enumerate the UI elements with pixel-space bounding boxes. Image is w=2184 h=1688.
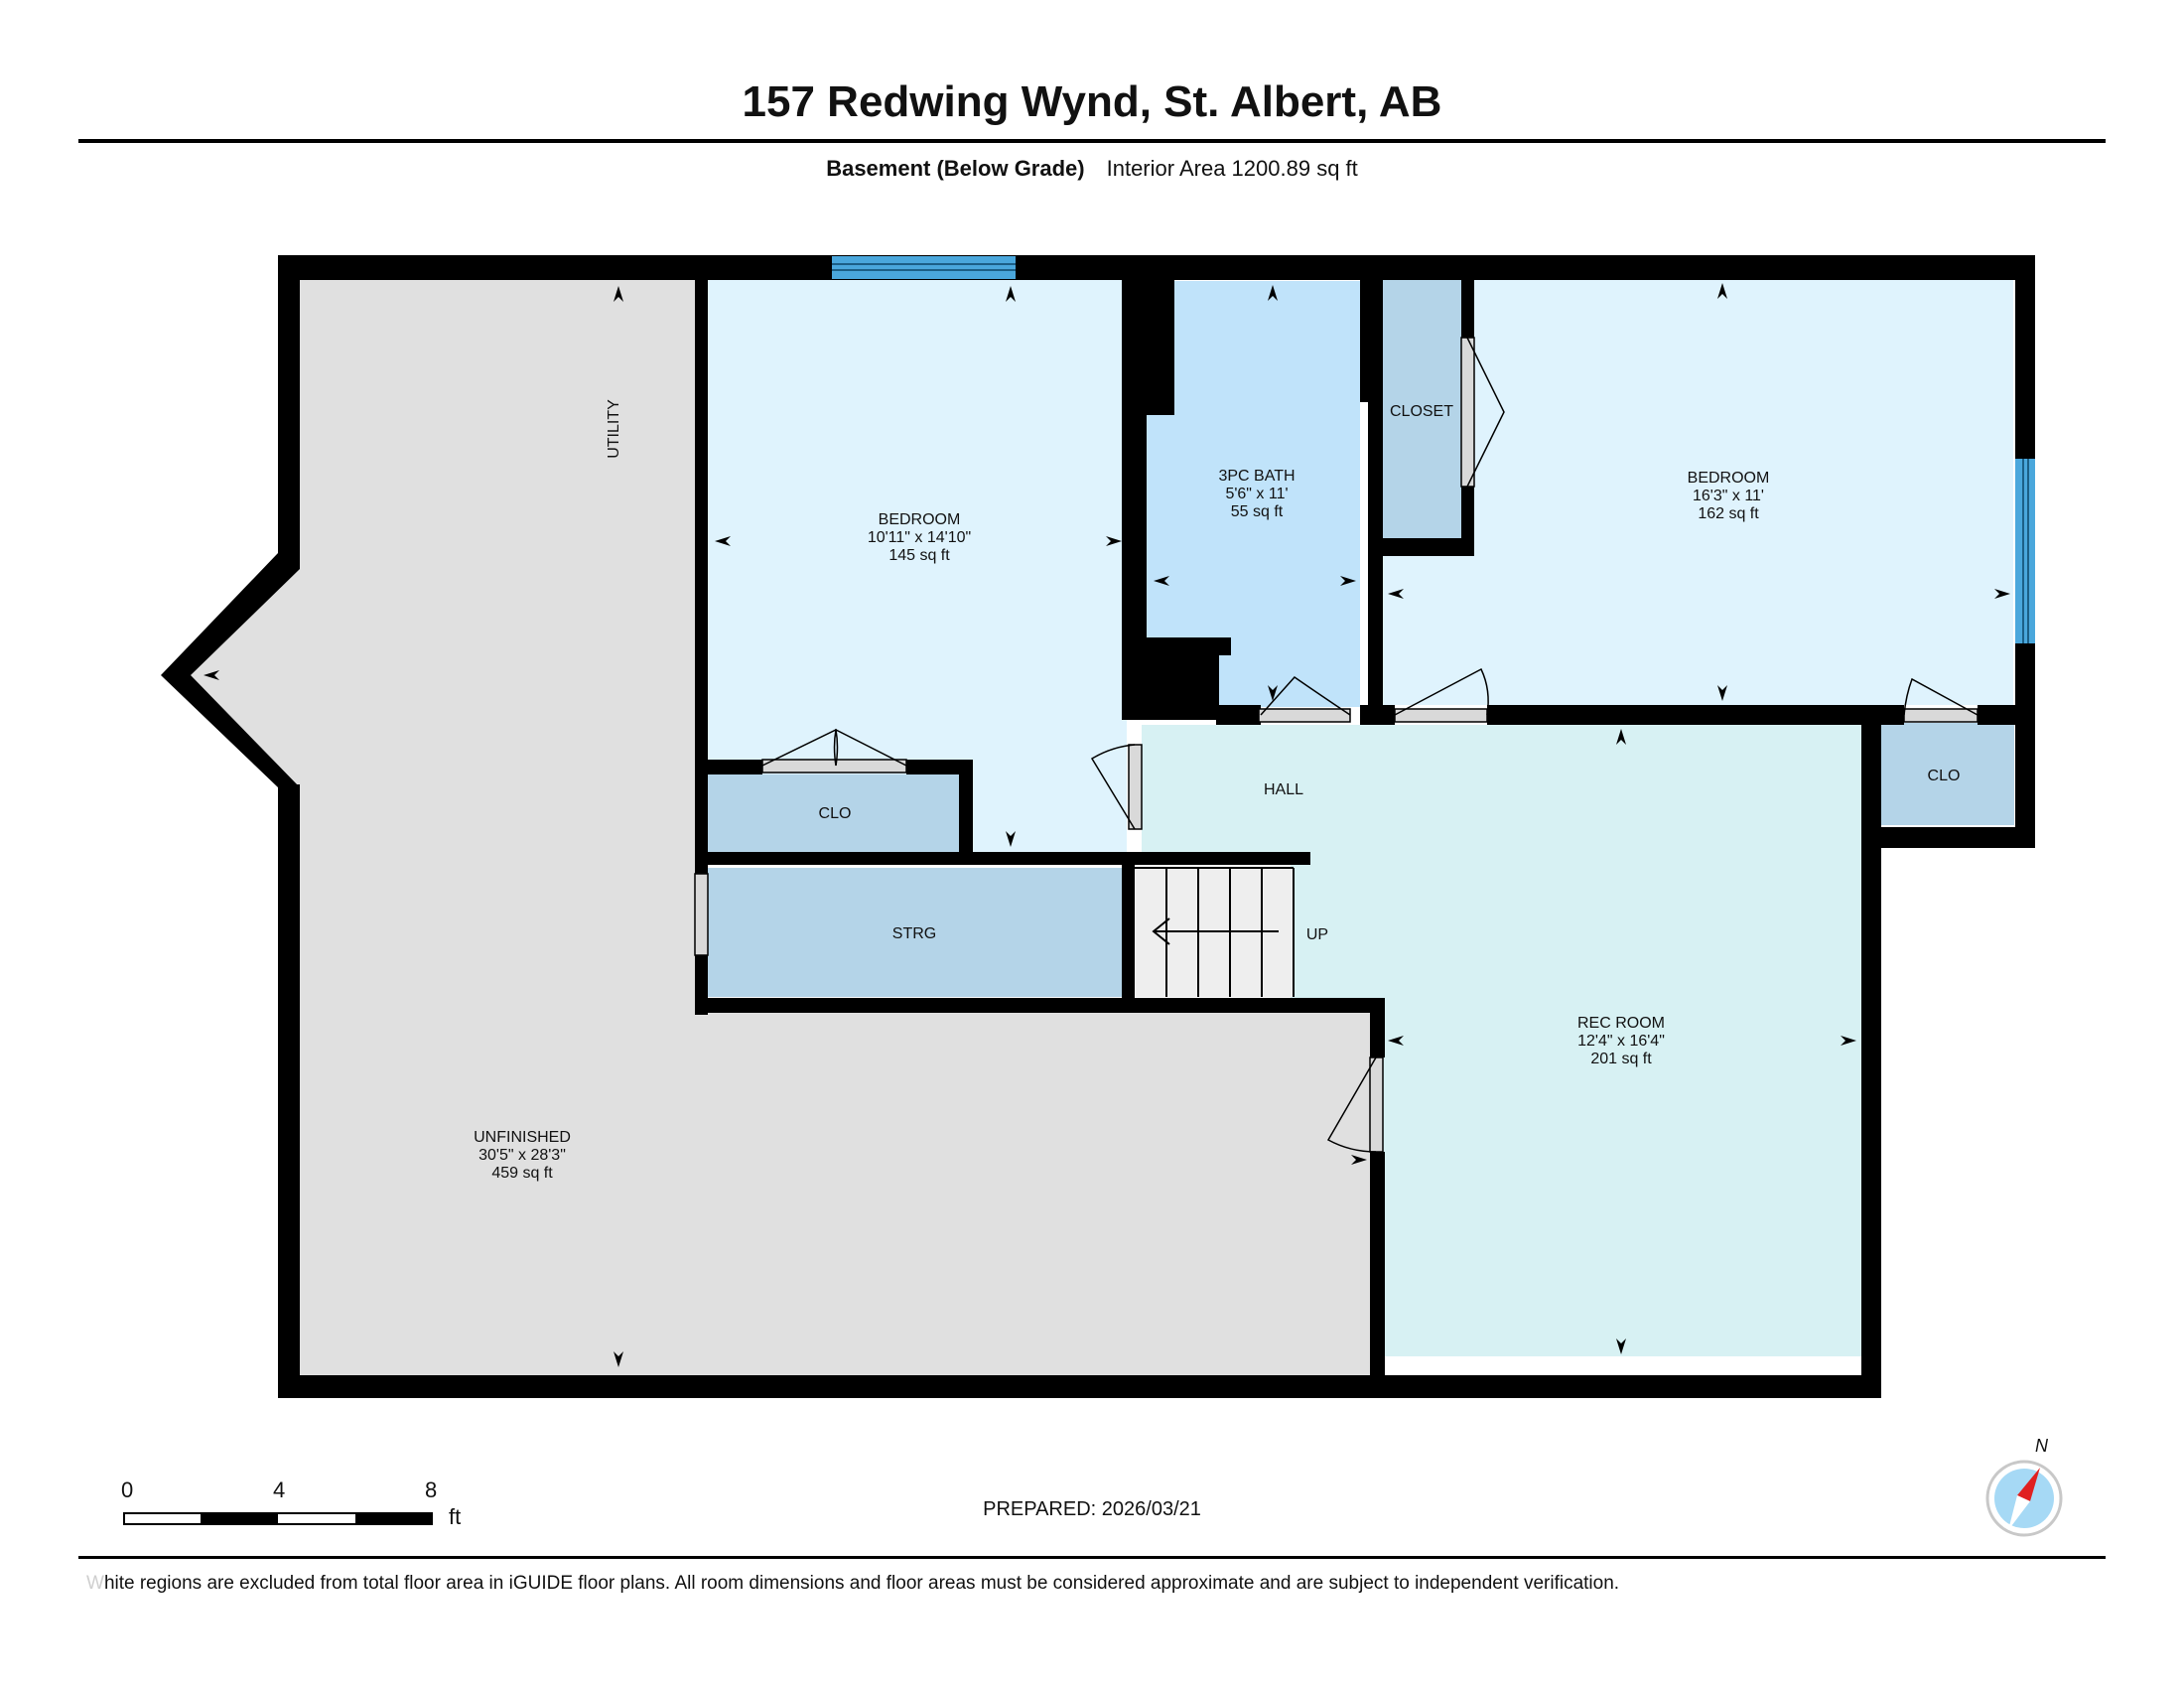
strg-area (708, 868, 1122, 997)
clo2-label: CLO (1928, 768, 1961, 784)
unfinished-area (189, 278, 1370, 1375)
doors (694, 337, 1979, 1153)
closet-area (1382, 278, 1461, 538)
strg-label: STRG (892, 925, 936, 942)
utility-label: UTILITY (606, 399, 622, 459)
bedroom2-area-text: 162 sq ft (1698, 505, 1759, 522)
dimension-arrows (204, 283, 2010, 1367)
bedroom2-dims: 16'3" x 11' (1693, 488, 1764, 504)
prepared-date: PREPARED: 2026/03/21 (983, 1498, 1201, 1520)
bath-name: 3PC BATH (1218, 468, 1295, 485)
bedroom1-name: BEDROOM (879, 511, 961, 528)
rec-area-text: 201 sq ft (1590, 1051, 1652, 1067)
clo1-label: CLO (819, 805, 852, 822)
hall-rec-area (1142, 725, 1861, 1356)
bath-area (1147, 281, 1360, 707)
scale-label-4: 4 (273, 1477, 286, 1502)
disclaimer: White regions are excluded from total fl… (86, 1573, 1619, 1595)
title-rule (78, 139, 2106, 143)
bath-area-text: 55 sq ft (1231, 503, 1284, 520)
rec-dims: 12'4" x 16'4" (1577, 1033, 1665, 1050)
compass-icon (1985, 1460, 2063, 1537)
stairs (1135, 867, 1295, 997)
interior-area: Interior Area 1200.89 sq ft (1106, 156, 1358, 181)
level-name: Basement (Below Grade) (826, 156, 1085, 181)
footer-rule (78, 1556, 2106, 1559)
clo1-area (708, 774, 961, 852)
clo2-area (1878, 723, 2014, 825)
bedroom2-area (1382, 278, 2013, 705)
bedroom1-dims: 10'11" x 14'10" (868, 529, 971, 546)
unfinished-name: UNFINISHED (474, 1129, 571, 1146)
plan-title: 157 Redwing Wynd, St. Albert, AB (742, 77, 1442, 126)
disclaimer-text: hite regions are excluded from total flo… (103, 1573, 1620, 1594)
scale-bar (123, 1512, 433, 1525)
scale-label-8: 8 (425, 1477, 438, 1502)
rec-name: REC ROOM (1577, 1015, 1665, 1032)
bedroom2-name: BEDROOM (1688, 470, 1770, 487)
stairs-up-label: UP (1306, 926, 1328, 943)
unfinished-dims: 30'5" x 28'3" (478, 1147, 566, 1164)
disclaimer-first-letter: W (86, 1573, 104, 1594)
scale-label-0: 0 (121, 1477, 134, 1502)
unfinished-area-text: 459 sq ft (491, 1165, 553, 1182)
scale-unit: ft (449, 1504, 462, 1529)
walls (161, 255, 2035, 1398)
window-right (2015, 459, 2035, 643)
bedroom1-area (705, 278, 1127, 852)
window-top (832, 256, 1016, 279)
hall-label: HALL (1264, 781, 1303, 798)
compass-north-label: N (2035, 1436, 2048, 1456)
level-info: Basement (Below Grade) Interior Area 1200… (0, 156, 2184, 182)
bath-dims: 5'6" x 11' (1225, 486, 1288, 502)
bedroom1-area-text: 145 sq ft (888, 547, 950, 564)
closet-label: CLOSET (1390, 403, 1453, 420)
